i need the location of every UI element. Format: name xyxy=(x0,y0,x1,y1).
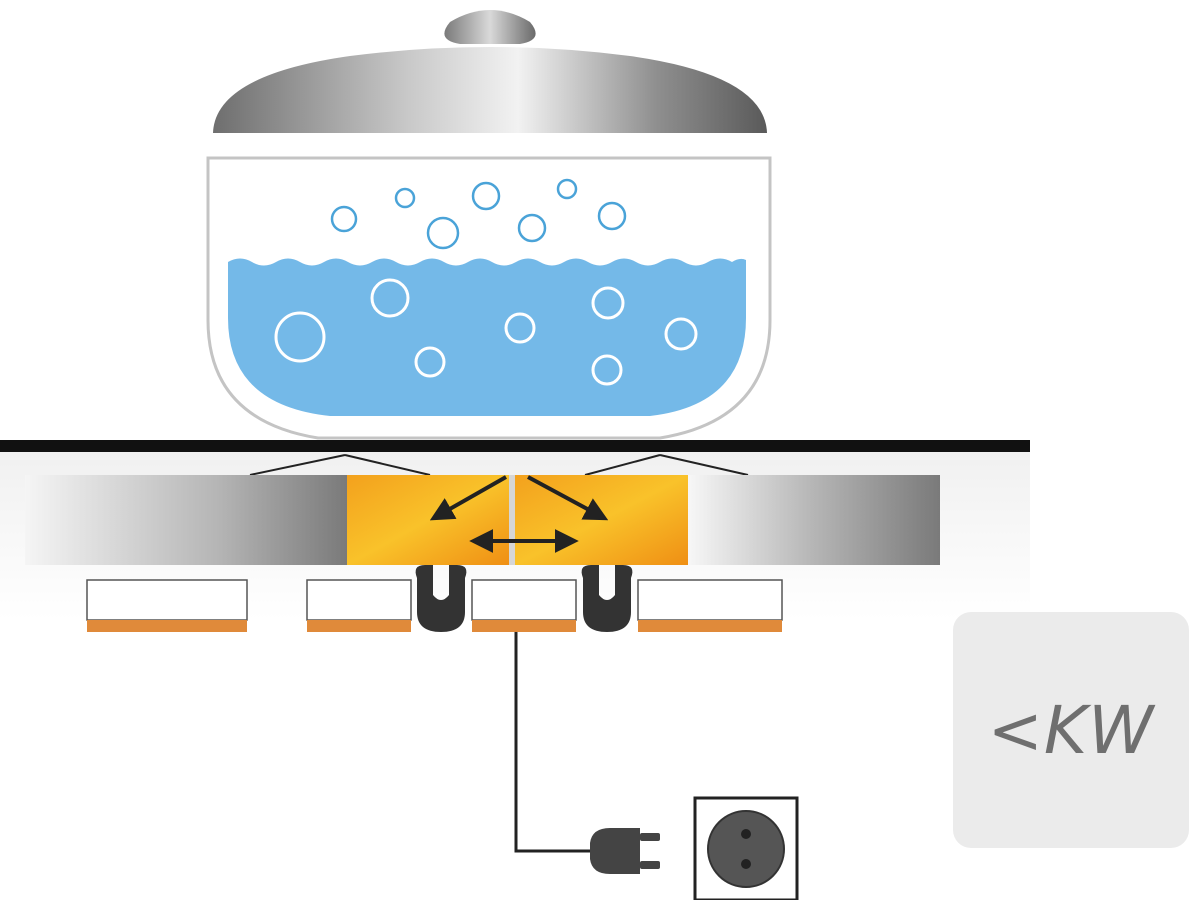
air-bubble xyxy=(471,181,501,211)
wall-socket-icon xyxy=(693,796,799,900)
water-body xyxy=(228,258,746,416)
power-plug-icon xyxy=(590,828,660,874)
air-bubble xyxy=(517,213,547,243)
water-bubble xyxy=(591,354,623,386)
water-bubble xyxy=(664,317,698,351)
water-bubble xyxy=(414,346,446,378)
insulator-blocks xyxy=(86,579,783,632)
pot-lid-icon xyxy=(213,10,767,133)
air-bubble xyxy=(330,205,358,233)
coil-connector-right xyxy=(581,565,633,632)
power-rating-label: <KW xyxy=(987,691,1155,769)
magnetic-field-lines xyxy=(249,454,749,476)
cooktop-glass xyxy=(0,440,1030,452)
insulator-block xyxy=(86,579,248,632)
power-cable xyxy=(514,632,590,853)
air-bubble xyxy=(426,216,460,250)
air-bubble xyxy=(556,178,578,200)
insulator-block xyxy=(637,579,783,632)
air-bubble xyxy=(394,187,416,209)
heat-flow-arrow-icon xyxy=(429,475,609,553)
cooking-pot-icon xyxy=(206,156,772,440)
heat-zone-right xyxy=(515,475,688,565)
coil-connector-left xyxy=(415,565,467,632)
power-rating-badge: <KW xyxy=(953,612,1189,848)
water-bubble xyxy=(591,286,625,320)
insulator-block xyxy=(306,579,412,632)
air-bubble xyxy=(597,201,627,231)
insulator-block xyxy=(471,579,577,632)
water-bubble xyxy=(274,311,326,363)
water-bubble xyxy=(370,278,410,318)
water-bubble xyxy=(504,312,536,344)
